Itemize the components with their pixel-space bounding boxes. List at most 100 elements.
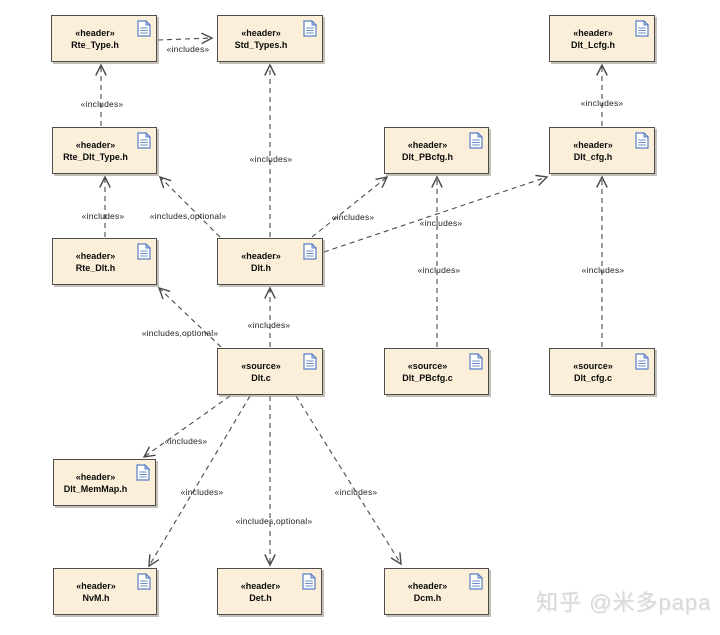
node-dlt_cfg_h: «header»Dlt_cfg.h — [549, 127, 655, 174]
node-filename: NvM.h — [82, 592, 110, 603]
node-dlt_memmap_h: «header»Dlt_MemMap.h — [53, 459, 156, 506]
document-icon — [136, 464, 150, 481]
node-filename: Rte_Dlt_Type.h — [63, 151, 128, 162]
document-icon — [303, 353, 317, 370]
edge-label-dlt_cfg_c-to-dlt_cfg_h: «includes» — [581, 265, 625, 275]
document-icon — [303, 20, 317, 37]
edge-dlt_h-to-dlt_pbcfg_h — [311, 176, 389, 238]
node-rte_dlt_type_h: «header»Rte_Dlt_Type.h — [52, 127, 157, 174]
node-filename: Dlt.h — [251, 262, 271, 273]
node-stereotype: «header» — [241, 27, 281, 38]
node-filename: Dlt.c — [251, 372, 271, 383]
document-icon — [469, 132, 483, 149]
edge-label-dlt_cfg_h-to-dlt_lcfg_h: «includes» — [580, 98, 624, 108]
edge-label-dlt_h-to-std_types_h: «includes» — [249, 154, 293, 164]
node-stereotype: «header» — [76, 580, 116, 591]
node-dcm_h: «header»Dcm.h — [384, 568, 489, 615]
document-icon — [635, 132, 649, 149]
node-dlt_h: «header»Dlt.h — [217, 238, 323, 285]
node-nvm_h: «header»NvM.h — [53, 568, 157, 615]
edge-label-dlt_c-to-nvm_h: «includes» — [180, 487, 224, 497]
edge-label-rte_dlt_type_h-to-rte_type_h: «includes» — [80, 99, 124, 109]
node-std_types_h: «header»Std_Types.h — [217, 15, 323, 62]
node-filename: Dlt_PBcfg.c — [402, 372, 453, 383]
node-rte_type_h: «header»Rte_Type.h — [51, 15, 157, 62]
node-text: «header»Dlt_cfg.h — [556, 139, 630, 163]
edge-label-rte_dlt_h-to-rte_dlt_type_h: «includes» — [81, 211, 125, 221]
edge-dlt_c-to-rte_dlt_h — [157, 286, 222, 348]
node-stereotype: «header» — [240, 580, 281, 591]
edge-label-dlt_c-to-dcm_h: «includes» — [334, 487, 378, 497]
document-icon — [469, 573, 483, 590]
edge-dlt_c-to-dcm_h — [295, 395, 402, 566]
node-stereotype: «header» — [75, 27, 115, 38]
node-stereotype: «source» — [573, 360, 613, 371]
node-stereotype: «header» — [75, 250, 116, 261]
node-filename: Rte_Type.h — [71, 39, 119, 50]
node-rte_dlt_h: «header»Rte_Dlt.h — [52, 238, 157, 285]
node-det_h: «header»Det.h — [217, 568, 322, 615]
node-filename: Det.h — [249, 592, 272, 603]
document-icon — [137, 243, 151, 260]
edge-rte_type_h-to-std_types_h — [157, 32, 214, 45]
node-text: «header»Std_Types.h — [224, 27, 298, 51]
document-icon — [302, 573, 316, 590]
node-text: «source»Dlt.c — [224, 360, 298, 384]
document-icon — [137, 132, 151, 149]
edge-label-dlt_c-to-dlt_h: «includes» — [247, 320, 291, 330]
node-text: «header»Dlt_MemMap.h — [60, 471, 131, 495]
document-icon — [469, 353, 483, 370]
edge-dlt_c-to-dlt_memmap_h — [142, 395, 231, 458]
node-text: «source»Dlt_PBcfg.c — [391, 360, 464, 384]
node-stereotype: «header» — [407, 580, 448, 591]
document-icon — [137, 20, 151, 37]
edge-label-dlt_pbcfg_c-to-dlt_pbcfg_h: «includes» — [417, 265, 461, 275]
document-icon — [635, 353, 649, 370]
document-icon — [303, 243, 317, 260]
edge-label-dlt_c-to-rte_dlt_h: «includes,optional» — [141, 328, 219, 338]
edge-label-dlt_h-to-rte_dlt_type_h: «includes,optional» — [149, 211, 227, 221]
node-dlt_lcfg_h: «header»Dlt_Lcfg.h — [549, 15, 655, 62]
node-filename: Dlt_MemMap.h — [63, 483, 128, 494]
edge-label-dlt_h-to-dlt_cfg_h: «includes» — [419, 218, 463, 228]
document-icon — [137, 573, 151, 590]
node-text: «header»Dlt_Lcfg.h — [556, 27, 630, 51]
node-text: «header»NvM.h — [60, 580, 132, 604]
node-filename: Dlt_Lcfg.h — [571, 39, 615, 50]
node-stereotype: «header» — [241, 250, 281, 261]
watermark: 知乎 @米多papa — [536, 590, 712, 615]
edge-label-dlt_c-to-det_h: «includes,optional» — [235, 516, 313, 526]
node-stereotype: «source» — [241, 360, 281, 371]
node-text: «header»Rte_Dlt_Type.h — [59, 139, 132, 163]
edge-dlt_c-to-nvm_h — [148, 395, 251, 568]
node-stereotype: «header» — [75, 139, 116, 150]
node-filename: Dlt_cfg.h — [573, 151, 613, 162]
node-filename: Dcm.h — [413, 592, 442, 603]
node-text: «source»Dlt_cfg.c — [556, 360, 630, 384]
node-stereotype: «header» — [573, 27, 613, 38]
node-filename: Rte_Dlt.h — [75, 262, 116, 273]
edge-dlt_h-to-rte_dlt_type_h — [158, 175, 221, 238]
node-filename: Std_Types.h — [234, 39, 288, 50]
edge-label-dlt_c-to-dlt_memmap_h: «includes» — [164, 436, 208, 446]
node-text: «header»Dlt.h — [224, 250, 298, 274]
node-dlt_cfg_c: «source»Dlt_cfg.c — [549, 348, 655, 395]
document-icon — [635, 20, 649, 37]
node-dlt_pbcfg_c: «source»Dlt_PBcfg.c — [384, 348, 489, 395]
node-stereotype: «header» — [407, 139, 448, 150]
node-dlt_pbcfg_h: «header»Dlt_PBcfg.h — [384, 127, 489, 174]
node-stereotype: «header» — [573, 139, 613, 150]
node-text: «header»Det.h — [224, 580, 297, 604]
edge-label-rte_type_h-to-std_types_h: «includes» — [166, 44, 210, 54]
node-text: «header»Dcm.h — [391, 580, 464, 604]
node-stereotype: «source» — [407, 360, 448, 371]
node-text: «header»Dlt_PBcfg.h — [391, 139, 464, 163]
node-filename: Dlt_cfg.c — [573, 372, 612, 383]
node-filename: Dlt_PBcfg.h — [401, 151, 453, 162]
node-dlt_c: «source»Dlt.c — [217, 348, 323, 395]
edge-label-dlt_h-to-dlt_pbcfg_h: «includes» — [331, 212, 375, 222]
node-text: «header»Rte_Dlt.h — [59, 250, 132, 274]
node-stereotype: «header» — [75, 471, 116, 482]
